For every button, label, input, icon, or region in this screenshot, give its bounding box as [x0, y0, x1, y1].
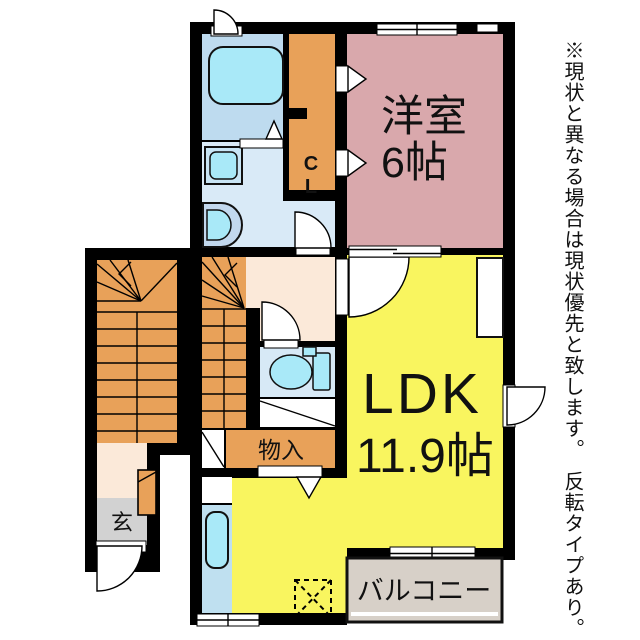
bathtub-icon	[208, 46, 284, 105]
closet-label-c: C	[304, 153, 318, 175]
storage-label: 物入	[258, 437, 304, 463]
closet-wall-stub	[289, 108, 307, 119]
western-room-label: 洋室	[381, 93, 467, 141]
small-window	[476, 23, 499, 33]
balcony: バルコニー	[345, 556, 504, 624]
closet-label-l: L	[305, 176, 317, 198]
closet-doors	[335, 64, 368, 178]
toilet-door	[261, 301, 301, 349]
shoe-cabinet	[137, 469, 157, 516]
ldk-room-lower	[232, 478, 347, 613]
western-room-window	[376, 23, 458, 36]
disclaimer-note: ※現状と異なる場合は現状優先と致します。 反転タイプあり。	[561, 40, 583, 639]
2f-stairs-direction-arrow	[224, 262, 238, 288]
ldk-entry-door	[335, 256, 410, 318]
storage-room	[226, 430, 335, 468]
washbasin-icon	[202, 202, 243, 248]
kitchen-sink-icon	[205, 511, 229, 569]
entrance-door-arc	[96, 545, 143, 592]
pipe-space	[476, 257, 504, 338]
toilet-icon	[269, 346, 331, 391]
ldk-size: 11.9帖	[356, 430, 494, 483]
western-room-size: 6帖	[381, 139, 448, 187]
washroom-door	[294, 211, 332, 256]
kitchen-window	[196, 613, 260, 627]
refrigerator-space	[202, 477, 232, 503]
1f-stairs-steps	[96, 259, 178, 443]
western-room-sliding-door	[348, 245, 489, 258]
storage-folding-door	[257, 465, 323, 500]
top-service-door	[210, 9, 243, 37]
2f-stairs-steps	[201, 256, 246, 428]
floor-hatch	[294, 579, 332, 618]
main-block-2f: バルコニー 洋室 6帖 LDK 11.9帖 C L 物入	[190, 9, 546, 627]
ldk-label: LDK	[362, 362, 482, 426]
ldk-side-door	[502, 384, 546, 428]
staircase-block-1f: 玄	[85, 248, 190, 592]
entrance-label: 玄	[111, 510, 133, 535]
washing-machine-icon	[204, 146, 243, 185]
western-room	[347, 34, 503, 248]
hall-stair-wall	[246, 308, 260, 341]
bathroom-folding-door	[239, 119, 284, 149]
balcony-label: バルコニー	[357, 576, 491, 606]
1f-stairs-direction-arrow	[118, 261, 132, 287]
